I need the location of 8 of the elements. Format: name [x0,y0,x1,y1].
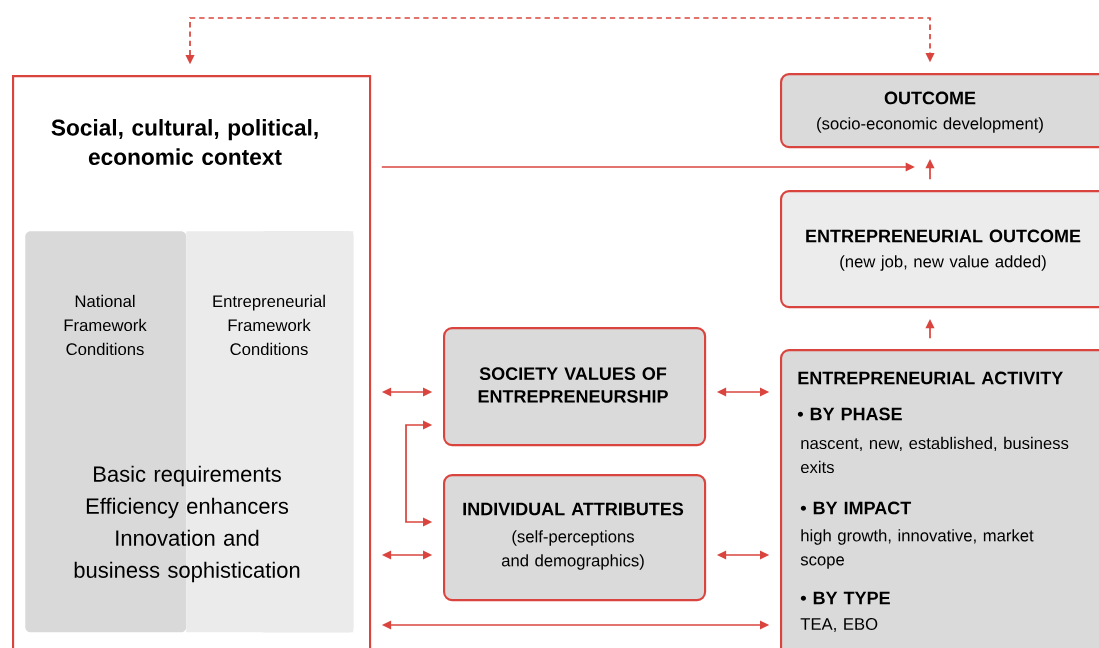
label-text: Basic requirements [94,465,281,487]
outcome-box: OUTCOME (socio-economic development) [780,73,1099,149]
label-text: Innovation and business sophistication [74,529,300,583]
outcome-box: ENTREPRENEURIAL OUTCOME (new job, new value added) [780,190,1099,309]
process-box: INDIVIDUAL ATTRIBUTES (self-perceptions and demographics) [443,474,707,602]
activity-box: ENTREPRENEURIAL ACTIVITY • BY PHASE nascent, new, established, business exits • BY IMPACT high growth, innovative, market scope • BY TYPE TEA, EBO [780,349,1099,648]
process-box: SOCIETY VALUES OF ENTREPRENEURSHIP [443,327,707,447]
label-text: Efficiency enhancers [86,497,289,519]
